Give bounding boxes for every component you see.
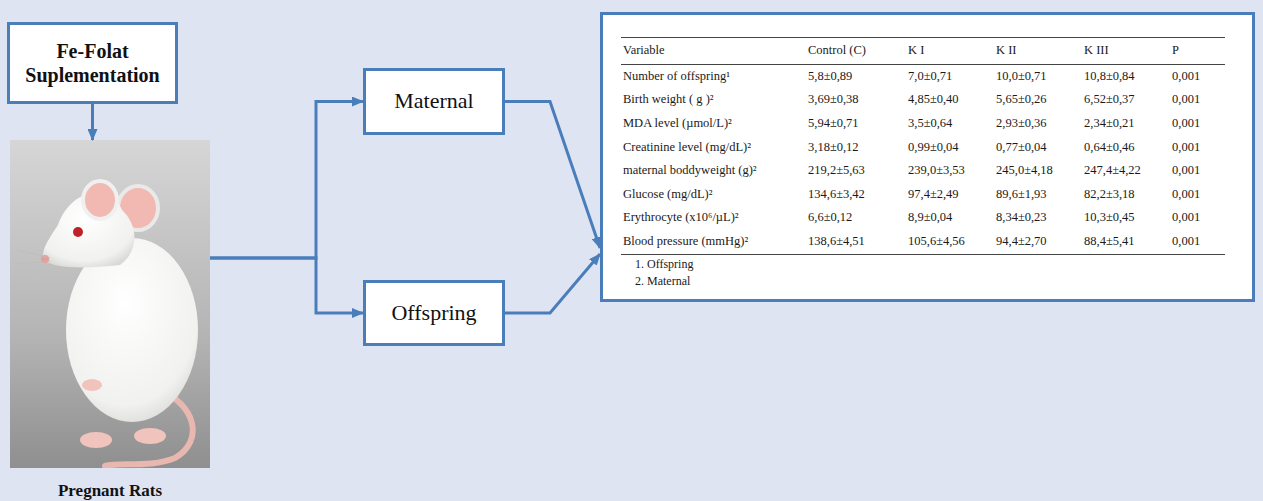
table-cell: 105,6±4,56 xyxy=(906,230,994,255)
node-label: Fe-Folat Suplementation xyxy=(18,39,167,87)
table-cell: 0,001 xyxy=(1170,136,1225,160)
rat-paw xyxy=(80,432,112,448)
node-label: Offspring xyxy=(391,300,476,326)
rat-whiskers xyxy=(16,250,52,278)
table-cell: 3,18±0,12 xyxy=(806,136,906,160)
table-cell: maternal boddyweight (g)² xyxy=(621,159,806,183)
table-cell: 0,001 xyxy=(1170,65,1225,89)
table-cell: 0,001 xyxy=(1170,159,1225,183)
process-box: Maternal xyxy=(363,68,505,135)
node-label: Maternal xyxy=(394,88,473,114)
table-cell: K I xyxy=(906,37,994,65)
table-cell: 0,001 xyxy=(1170,183,1225,207)
table-cell: Birth weight ( g )² xyxy=(621,88,806,112)
flow-arrow xyxy=(210,102,363,259)
results-table: VariableControl (C)K IK IIK IIIP Number o… xyxy=(600,12,1255,302)
table-cell: 0,001 xyxy=(1170,112,1225,136)
rat-photo xyxy=(10,140,210,468)
node-label: Pregnant Rats xyxy=(58,481,162,501)
table-cell: 82,2±3,18 xyxy=(1082,183,1170,207)
table-cell: 7,0±0,71 xyxy=(906,65,994,89)
rat-paw xyxy=(134,428,166,444)
table-cell: 239,0±3,53 xyxy=(906,159,994,183)
table-cell: 5,94±0,71 xyxy=(806,112,906,136)
table-cell: 8,34±0,23 xyxy=(994,206,1082,230)
table-cell: MDA level (µmol/L)² xyxy=(621,112,806,136)
table-cell: 0,001 xyxy=(1170,206,1225,230)
table-cell: 3,5±0,64 xyxy=(906,112,994,136)
table-cell: K III xyxy=(1082,37,1170,65)
table-cell: 0,77±0,04 xyxy=(994,136,1082,160)
table-cell: 0,001 xyxy=(1170,88,1225,112)
table-cell: 5,65±0,26 xyxy=(994,88,1082,112)
flow-arrow xyxy=(210,258,363,313)
table-cell: Number of offspring¹ xyxy=(621,65,806,89)
table-cell: K II xyxy=(994,37,1082,65)
table-cell: 2,34±0,21 xyxy=(1082,112,1170,136)
rat-ear xyxy=(83,181,117,219)
process-box: Offspring xyxy=(363,280,505,346)
table-cell: Glucose (mg/dL)² xyxy=(621,183,806,207)
table-cell: 2. Maternal xyxy=(621,272,1225,289)
table-cell: 5,8±0,89 xyxy=(806,65,906,89)
photo-ground xyxy=(10,140,210,468)
table-cell: 4,85±0,40 xyxy=(906,88,994,112)
table-cell: Control (C) xyxy=(806,37,906,65)
table-cell: 6,52±0,37 xyxy=(1082,88,1170,112)
table-cell: Creatinine level (mg/dL)² xyxy=(621,136,806,160)
table-cell: Erythrocyte (x10⁶/µL)² xyxy=(621,206,806,230)
process-box: Fe-Folat Suplementation xyxy=(7,22,178,104)
table-cell: 2,93±0,36 xyxy=(994,112,1082,136)
table-cell: 1. Offspring xyxy=(621,255,1225,272)
table-cell: 245,0±4,18 xyxy=(994,159,1082,183)
table-cell: 6,6±0,12 xyxy=(806,206,906,230)
table-cell: 94,4±2,70 xyxy=(994,230,1082,255)
table-cell: 0,64±0,46 xyxy=(1082,136,1170,160)
rat-paw xyxy=(82,379,102,391)
table-cell: 89,6±1,93 xyxy=(994,183,1082,207)
flow-arrow xyxy=(91,104,94,140)
flow-arrow xyxy=(505,254,600,313)
table-cell: 10,0±0,71 xyxy=(994,65,1082,89)
table-cell: 0,001 xyxy=(1170,230,1225,255)
table-cell: Blood pressure (mmHg)² xyxy=(621,230,806,255)
table-cell: 8,9±0,04 xyxy=(906,206,994,230)
table-cell: 10,3±0,45 xyxy=(1082,206,1170,230)
flow-arrow xyxy=(505,102,600,249)
table-cell: 247,4±4,22 xyxy=(1082,159,1170,183)
table-cell: 88,4±5,41 xyxy=(1082,230,1170,255)
rat-eye xyxy=(73,227,83,237)
table-cell: 219,2±5,63 xyxy=(806,159,906,183)
table-cell: 3,69±0,38 xyxy=(806,88,906,112)
table-cell: 10,8±0,84 xyxy=(1082,65,1170,89)
table-cell: 134,6±3,42 xyxy=(806,183,906,207)
image-node: Pregnant Rats xyxy=(10,140,210,501)
table-cell: 0,99±0,04 xyxy=(906,136,994,160)
table-cell: P xyxy=(1170,37,1225,65)
table-cell: 138,6±4,51 xyxy=(806,230,906,255)
table-cell: Variable xyxy=(621,37,806,65)
table-cell: 97,4±2,49 xyxy=(906,183,994,207)
